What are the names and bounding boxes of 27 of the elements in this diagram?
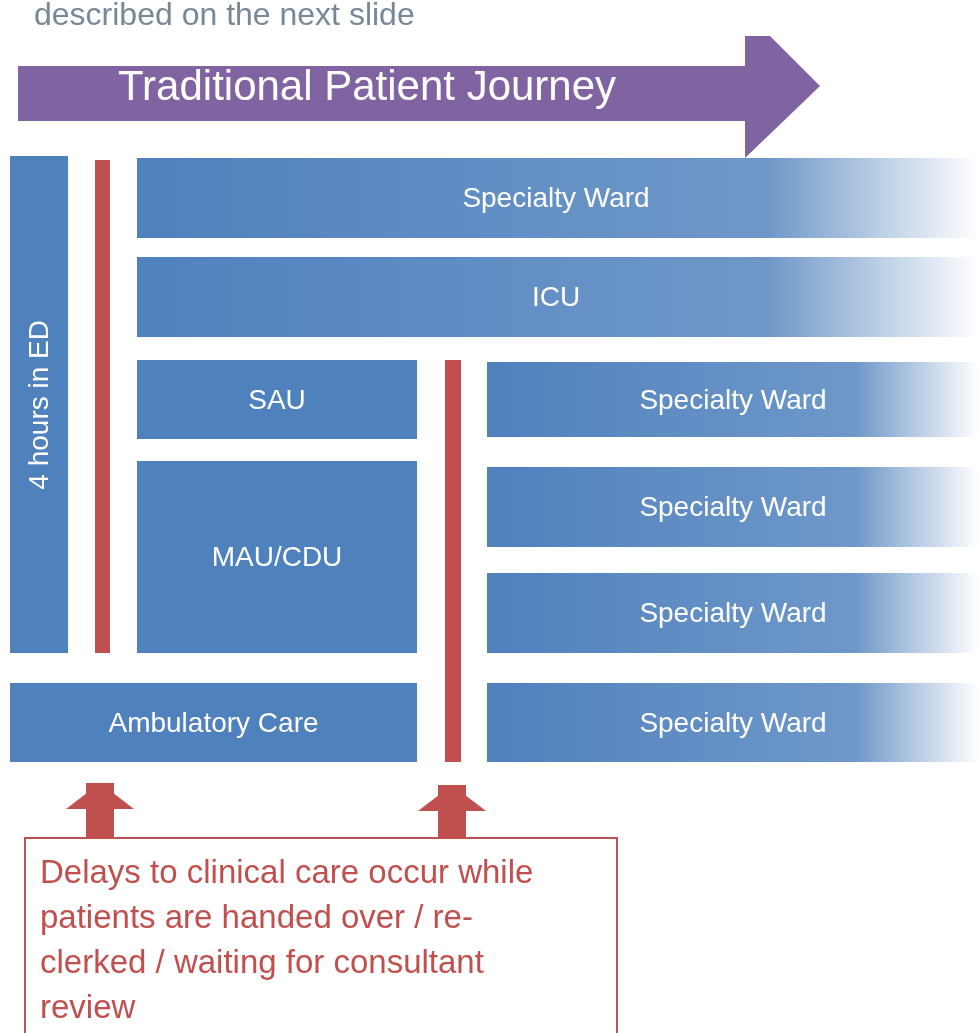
unit-label: 4 hours in ED: [23, 319, 55, 490]
unit-label: Specialty Ward: [639, 706, 827, 739]
unit-label: MAU/CDU: [211, 541, 343, 573]
handover-bar: [95, 160, 110, 653]
unit-label: Specialty Ward: [462, 182, 650, 214]
ward-bar: [487, 573, 979, 653]
unit-label: Specialty Ward: [639, 383, 827, 416]
unit-label: Specialty Ward: [639, 597, 827, 629]
banner-arrow: [18, 36, 820, 158]
unit-label: Specialty Ward: [639, 491, 827, 523]
stage-bar: [10, 156, 68, 653]
unit-label: SAU: [248, 383, 306, 416]
note-text: described on the next slide: [34, 0, 415, 33]
unit-box: [10, 683, 417, 762]
unit-label: Ambulatory Care: [108, 706, 319, 739]
ward-bar: [487, 362, 979, 437]
unit-label: ICU: [531, 281, 581, 313]
block-arrow: [418, 785, 486, 837]
callout-box: [24, 837, 618, 1033]
handover-bar: [445, 360, 461, 762]
block-arrow: [66, 783, 134, 837]
unit-box: [137, 461, 417, 653]
callout-text: Delays to clinical care occur while patients are handed over / re-clerked / waiting for consultant review: [40, 852, 535, 1027]
ward-bar: [487, 683, 979, 762]
unit-box: [137, 360, 417, 439]
ward-bar: [487, 467, 979, 547]
banner-title: Traditional Patient Journey: [118, 62, 617, 110]
